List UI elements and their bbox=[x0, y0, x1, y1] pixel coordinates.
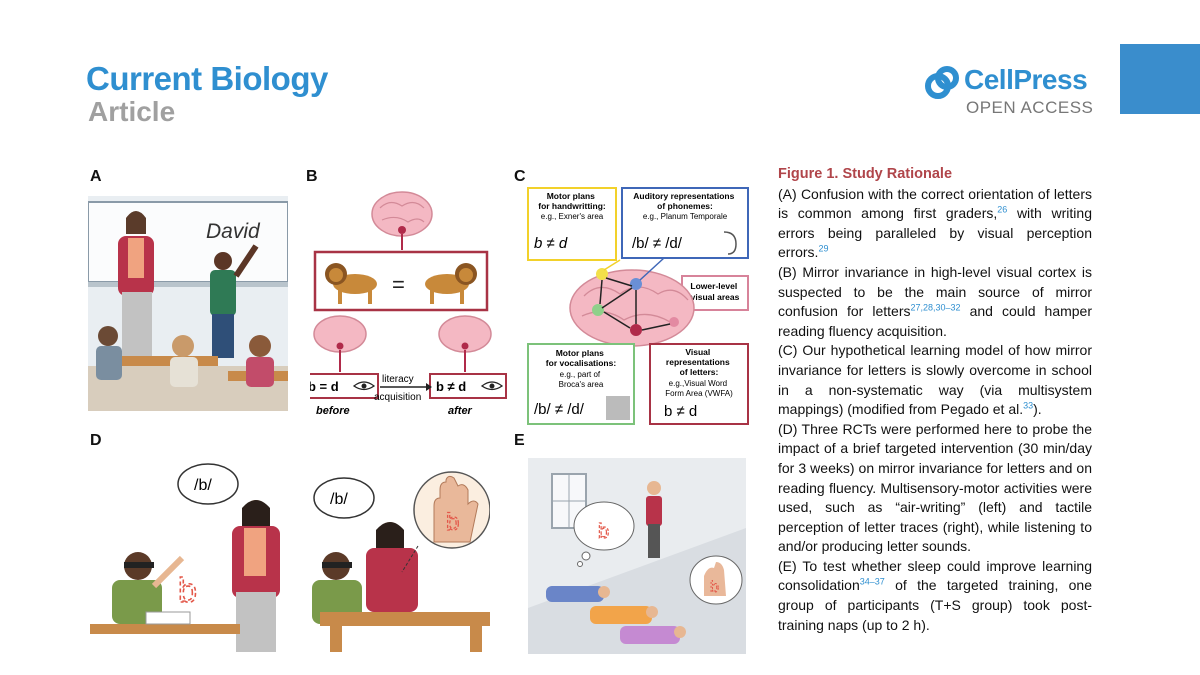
before-label: before bbox=[316, 405, 350, 417]
visual-formula: b ≠ d bbox=[664, 403, 697, 420]
after-label: after bbox=[448, 405, 473, 417]
before-equation: b = d bbox=[310, 379, 339, 394]
bubble-left-text: /b/ bbox=[194, 477, 212, 494]
motor-voc-sub-2: Broca's area bbox=[559, 380, 604, 389]
caption-title: Figure 1. Study Rationale bbox=[778, 166, 953, 182]
caption-e: (E) To test whether sleep could improve … bbox=[778, 557, 1092, 633]
svg-text:Auditory representations o: Auditory representations of phonemes: bbox=[633, 191, 736, 211]
panel-a-classroom: David bbox=[88, 196, 288, 411]
bubble-right-text: /b/ bbox=[330, 491, 348, 508]
ref-link[interactable]: 34–37 bbox=[859, 576, 885, 587]
auditory-formula: /b/ ≠ /d/ bbox=[632, 235, 683, 252]
auditory-title-2: of phonemes: bbox=[657, 201, 713, 211]
svg-text:e.g.,Visual Word Form Area: e.g.,Visual Word Form Area (VWFA) bbox=[665, 379, 733, 398]
visual-title-3: of letters: bbox=[680, 367, 719, 377]
visual-title-2: representations bbox=[666, 357, 730, 367]
visual-title-1: Visual bbox=[685, 347, 710, 357]
motor-hw-title-1: Motor plans bbox=[547, 191, 595, 201]
corner-tab bbox=[1120, 44, 1200, 114]
panel-label-b: B bbox=[306, 168, 318, 185]
ref-link[interactable]: 33 bbox=[1023, 400, 1034, 411]
air-letter: b bbox=[178, 572, 197, 610]
panel-label-a: A bbox=[90, 168, 102, 185]
figure-caption: Figure 1. Study Rationale (A) Confusion … bbox=[778, 165, 1092, 635]
caption-d: (D) Three RCTs were performed here to pr… bbox=[778, 420, 1092, 555]
equal-sign: = bbox=[392, 272, 405, 297]
palm-letter: b bbox=[446, 509, 459, 536]
panel-label-d: D bbox=[90, 432, 102, 449]
svg-text:Lower-level visual areas: Lower-level visual areas bbox=[690, 281, 739, 302]
motor-voc-title-2: for vocalisations: bbox=[546, 358, 617, 368]
cellpress-logo[interactable]: CellPress OPEN ACCESS bbox=[924, 62, 1094, 122]
section-label: Article bbox=[88, 96, 176, 127]
lower-title-1: Lower-level bbox=[690, 281, 737, 291]
panel-c-learning-model: Motor plans for handwritting: e.g., Exne… bbox=[527, 187, 749, 425]
arrow-label-bottom: acquisition bbox=[374, 392, 421, 403]
after-equation: b ≠ d bbox=[436, 379, 466, 394]
caption-b: (B) Mirror invariance in high-level visu… bbox=[778, 263, 1093, 339]
auditory-sub: e.g., Planum Temporale bbox=[643, 212, 728, 221]
caption-c: (C) Our hypothetical learning model of h… bbox=[778, 342, 1092, 418]
svg-text:e.g., part of Broca's area: e.g., part of Broca's area bbox=[559, 370, 604, 389]
visual-sub-1: e.g.,Visual Word bbox=[669, 379, 727, 388]
motor-voc-title-1: Motor plans bbox=[556, 348, 604, 358]
dream-letter-2: b bbox=[710, 579, 719, 596]
panel-b-mirror-invariance: = b = d b ≠ d literacy acquisition befor… bbox=[310, 191, 507, 417]
visual-sub-2: Form Area (VWFA) bbox=[665, 389, 733, 398]
panel-d-multisensory: /b/ b /b/ b bbox=[90, 462, 490, 652]
auditory-title-1: Auditory representations bbox=[633, 191, 734, 201]
motor-hw-sub: e.g., Exner's area bbox=[541, 212, 604, 221]
access-label: OPEN ACCESS bbox=[966, 98, 1094, 117]
arrow-label-top: literacy bbox=[382, 374, 414, 385]
motor-hw-title-2: for handwritting: bbox=[538, 201, 606, 211]
motor-hw-formula: b ≠ d bbox=[534, 235, 568, 252]
ref-link[interactable]: 26 bbox=[997, 204, 1008, 215]
panel-e-sleep: b b bbox=[528, 458, 746, 654]
dream-letter-1: b bbox=[598, 521, 609, 543]
publisher-name: CellPress bbox=[964, 64, 1088, 95]
panel-label-e: E bbox=[514, 432, 525, 449]
ear-icon bbox=[723, 231, 737, 255]
motor-voc-formula: /b/ ≠ /d/ bbox=[534, 401, 585, 418]
caption-a: (A) Confusion with the correct orientati… bbox=[778, 185, 1092, 261]
mouth-image bbox=[606, 396, 630, 420]
lower-title-2: visual areas bbox=[691, 292, 740, 302]
panel-label-c: C bbox=[514, 168, 526, 185]
board-text: David bbox=[206, 220, 261, 243]
cellpress-logo-icon bbox=[925, 66, 959, 99]
svg-text:Motor plans for handwritti: Motor plans for handwritting: bbox=[538, 191, 606, 211]
ref-link[interactable]: 29 bbox=[818, 243, 829, 254]
motor-voc-sub-1: e.g., part of bbox=[560, 370, 601, 379]
svg-text:Visual representations: Visual representations of letters: bbox=[666, 347, 732, 377]
ref-link[interactable]: 27,28,30–32 bbox=[910, 302, 961, 313]
journal-title: Current Biology bbox=[86, 60, 328, 97]
svg-text:Motor plans for vocalisati: Motor plans for vocalisations: bbox=[546, 348, 617, 368]
